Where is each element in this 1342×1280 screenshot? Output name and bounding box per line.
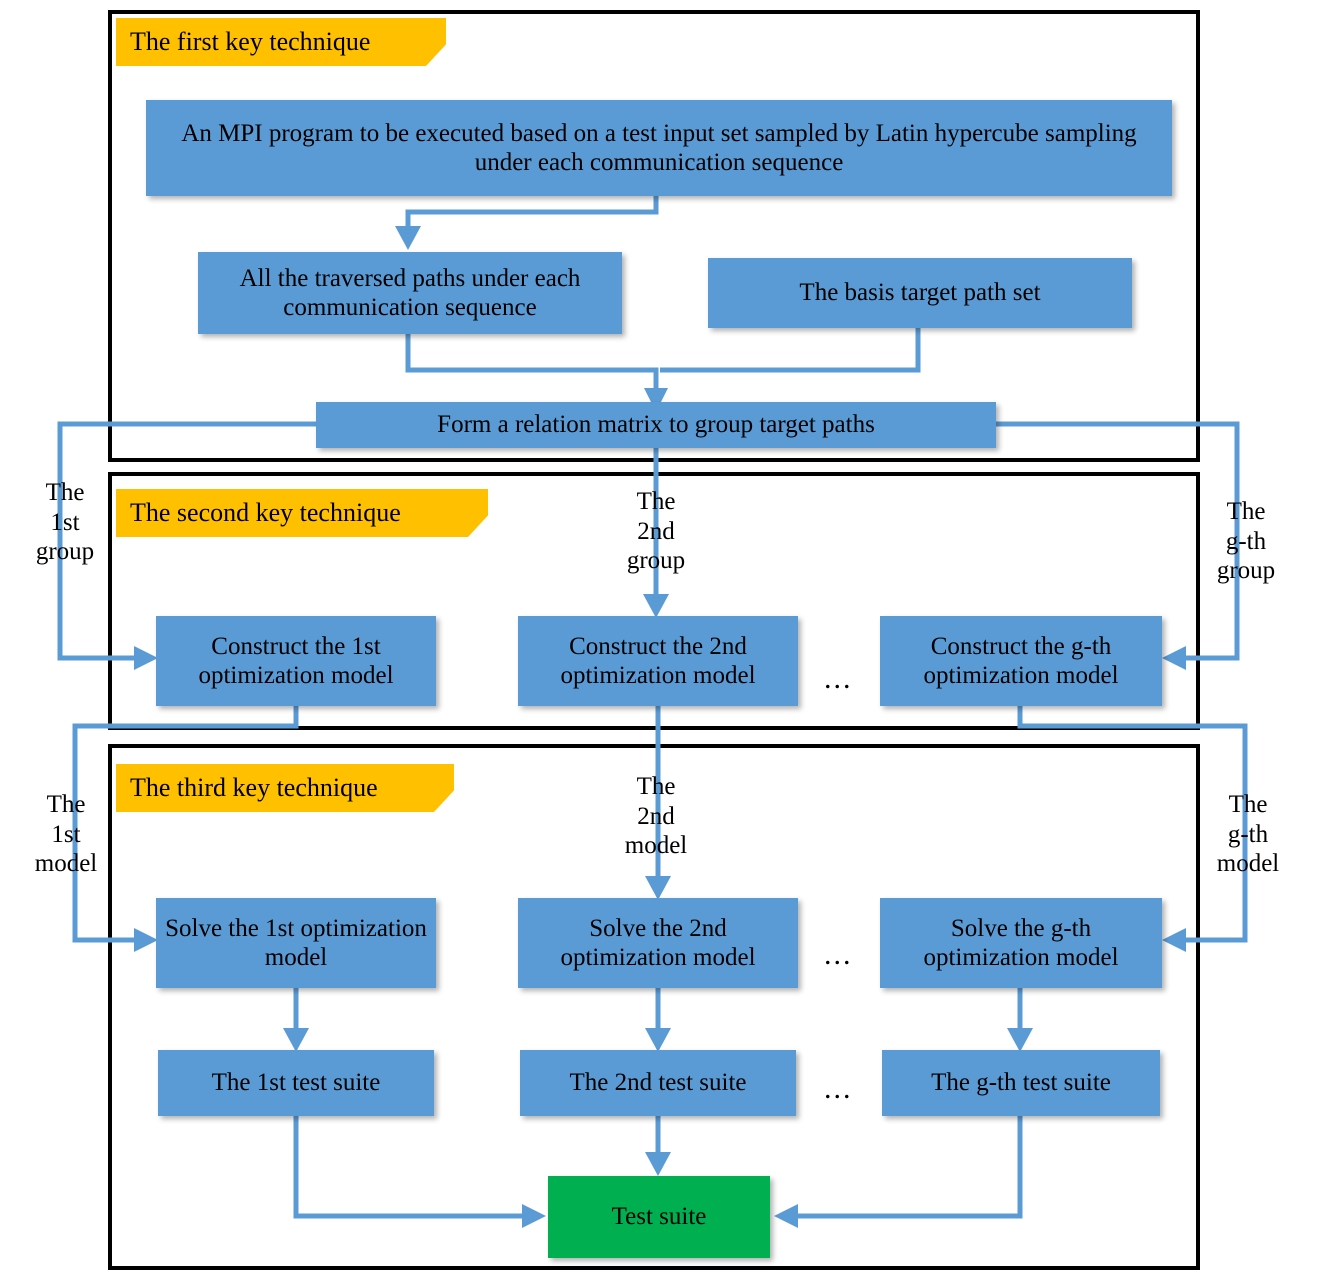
box-solve-1st-model: Solve the 1st optimization model [156,898,436,988]
banner-first-key-technique: The first key technique [116,18,446,66]
box-mpi-program: An MPI program to be executed based on a… [146,100,1172,196]
label-the-2nd-model: The 2nd model [624,773,688,859]
box-relation-matrix: Form a relation matrix to group target p… [316,402,996,448]
box-solve-2nd-model: Solve the 2nd optimization model [518,898,798,988]
ellipsis-construct-row: ... [824,662,853,695]
box-construct-2nd-model: Construct the 2nd optimization model [518,616,798,706]
box-1st-test-suite: The 1st test suite [158,1050,434,1116]
box-gth-test-suite: The g-th test suite [882,1050,1160,1116]
section-frame-first [108,10,1200,462]
box-test-suite: Test suite [548,1176,770,1258]
banner-third-key-technique: The third key technique [116,764,454,812]
ellipsis-solve-row: ... [824,938,853,971]
box-2nd-test-suite: The 2nd test suite [520,1050,796,1116]
ellipsis-suite-row: ... [824,1072,853,1105]
label-the-gth-group: The g-th group [1216,498,1276,584]
banner-second-key-technique: The second key technique [116,489,488,537]
box-basis-target-path-set: The basis target path set [708,258,1132,328]
box-construct-1st-model: Construct the 1st optimization model [156,616,436,706]
label-the-2nd-group: The 2nd group [626,488,686,574]
box-solve-gth-model: Solve the g-th optimization model [880,898,1162,988]
label-the-1st-model: The 1st model [34,791,98,877]
label-the-1st-group: The 1st group [35,479,95,565]
box-traversed-paths: All the traversed paths under each commu… [198,252,622,334]
label-the-gth-model: The g-th model [1216,791,1280,877]
box-construct-gth-model: Construct the g-th optimization model [880,616,1162,706]
section-frame-third [108,744,1200,1270]
